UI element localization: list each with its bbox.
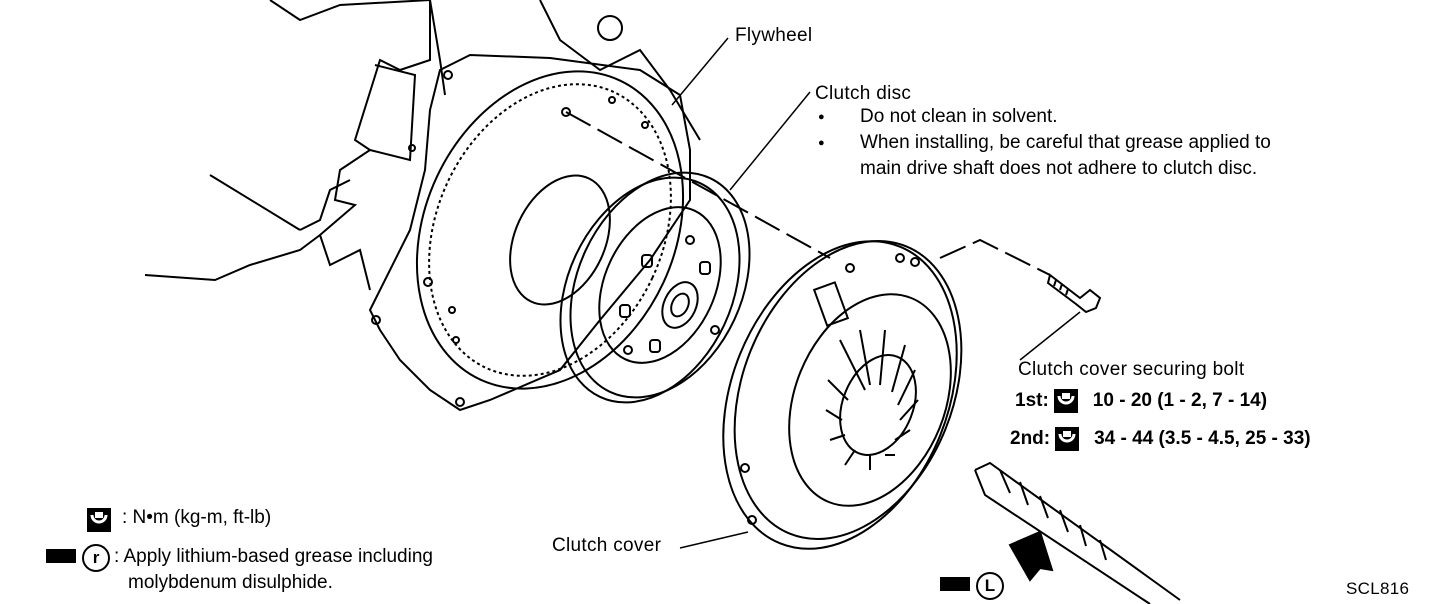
- torque-first: 1st: 10 - 20 (1 - 2, 7 - 14): [1015, 388, 1267, 414]
- leader-lines: [671, 37, 1081, 549]
- grease-type-icon: L: [976, 572, 1004, 600]
- legend-torque: : N•m (kg-m, ft-lb): [86, 507, 271, 533]
- grease-type-icon: r: [82, 544, 110, 572]
- main-drive-shaft: [974, 461, 1181, 604]
- torque-value: 34 - 44 (3.5 - 4.5, 25 - 33): [1094, 428, 1311, 449]
- legend-torque-text: : N•m (kg-m, ft-lb): [122, 507, 272, 528]
- torque-value: 10 - 20 (1 - 2, 7 - 14): [1092, 390, 1268, 411]
- securing-bolt: [1046, 273, 1102, 314]
- bolt-label: Clutch cover securing bolt: [1018, 359, 1245, 380]
- clutch-disc-notes: Do not clean in solvent. When installing…: [818, 104, 1271, 182]
- flywheel-label: Flywheel: [735, 25, 813, 46]
- flywheel: [368, 53, 691, 412]
- note-text: When installing, be careful that grease …: [860, 132, 1271, 153]
- legend-grease-line: : Apply lithium-based grease including: [114, 546, 433, 567]
- engine-block: [144, 0, 701, 291]
- torque-wrench-icon: [87, 508, 111, 532]
- torque-step: 2nd:: [1010, 428, 1051, 449]
- clutch-cover-label: Clutch cover: [552, 535, 662, 556]
- legend-grease: r : Apply lithium-based grease including…: [46, 544, 433, 596]
- grease-applicator-icon: [46, 549, 76, 563]
- torque-wrench-icon: [1055, 427, 1080, 451]
- torque-second: 2nd: 34 - 44 (3.5 - 4.5, 25 - 33): [1010, 426, 1311, 452]
- note-item: When installing, be careful that grease …: [818, 130, 1271, 182]
- note-item: Do not clean in solvent.: [818, 104, 1271, 130]
- alignment-lines: [565, 111, 1051, 276]
- clutch-disc: [559, 171, 751, 404]
- clutch-disc-label: Clutch disc: [815, 83, 912, 104]
- legend-grease-text: : Apply lithium-based grease including m…: [114, 544, 433, 596]
- legend-grease-line: molybdenum disulphide.: [128, 572, 333, 593]
- shaft-grease-mark: L: [940, 572, 1004, 600]
- clutch-cover: [722, 240, 963, 550]
- grease-applicator-icon: [940, 577, 970, 591]
- torque-step: 1st:: [1015, 390, 1049, 411]
- figure-id: SCL816: [1346, 579, 1410, 598]
- note-text: main drive shaft does not adhere to clut…: [860, 158, 1258, 179]
- torque-wrench-icon: [1053, 389, 1078, 413]
